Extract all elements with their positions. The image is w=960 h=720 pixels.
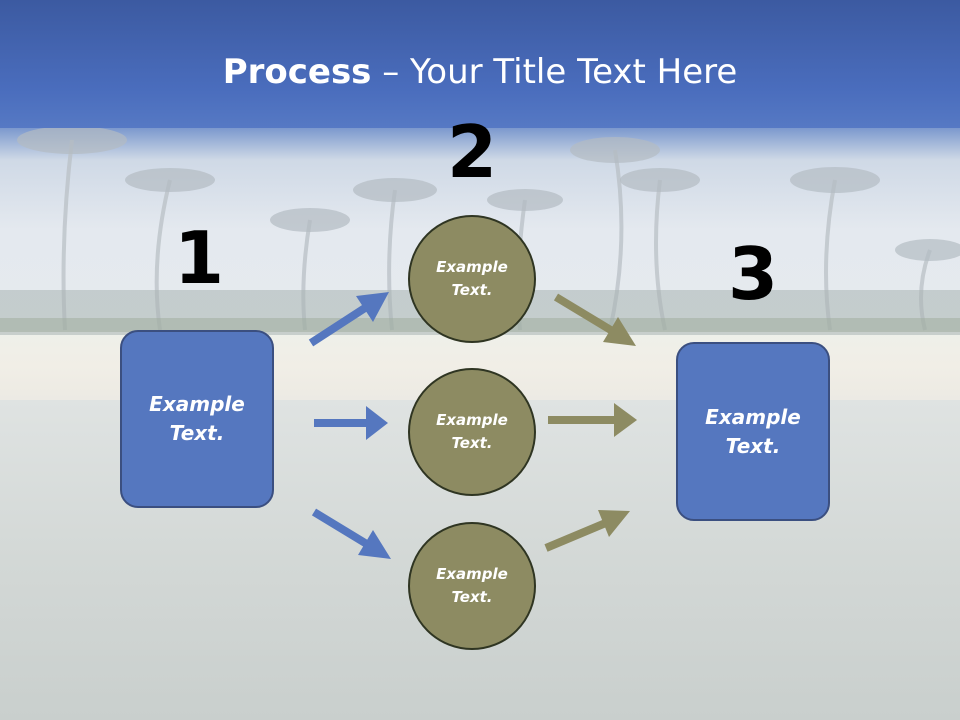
- arrow-middle-to-3: [548, 403, 637, 437]
- step-3-label: Example Text.: [705, 404, 801, 458]
- arrow-1-to-top: [308, 292, 389, 347]
- arrow-1-to-bottom: [311, 508, 391, 559]
- title-bold: Process: [222, 52, 372, 92]
- step-2-circle-top: Example Text.: [408, 215, 536, 343]
- slide-title: Process – Your Title Text Here: [0, 52, 960, 92]
- arrow-bottom-to-3: [544, 510, 630, 552]
- step-number-3: 3: [727, 232, 779, 316]
- arrow-top-to-3: [553, 293, 636, 346]
- step-1-label: Example Text.: [149, 392, 245, 445]
- arrow-1-to-middle: [314, 406, 388, 440]
- step-2-circle-middle: Example Text.: [408, 368, 536, 496]
- title-band: [0, 0, 960, 128]
- circle-bottom-label: Example Text.: [436, 564, 508, 606]
- circle-middle-label: Example Text.: [436, 410, 508, 452]
- title-rest: – Your Title Text Here: [371, 52, 738, 92]
- step-2-circle-bottom: Example Text.: [408, 522, 536, 650]
- step-number-2: 2: [446, 110, 498, 194]
- circle-top-label: Example Text.: [436, 257, 508, 299]
- step-1-box: Example Text.: [120, 330, 274, 508]
- step-number-1: 1: [173, 216, 225, 300]
- step-3-box: Example Text.: [676, 342, 830, 521]
